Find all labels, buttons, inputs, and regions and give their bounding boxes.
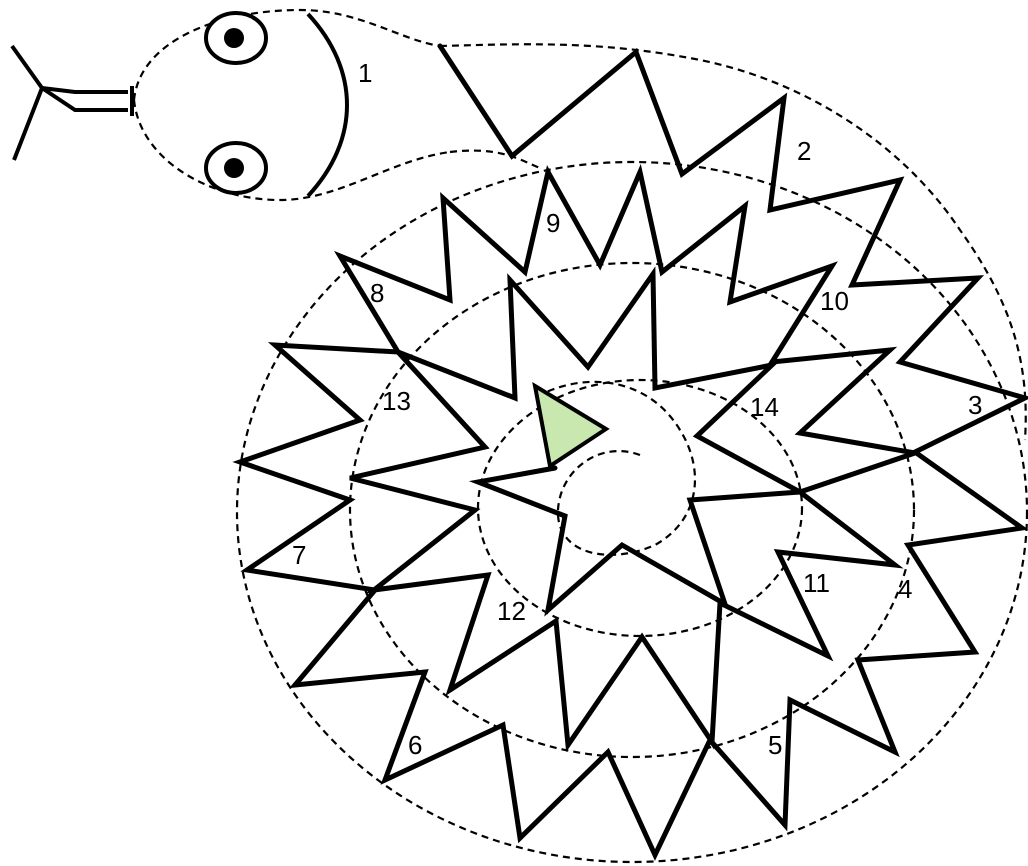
zigzag-section-2 [350,274,915,745]
segment-label-12: 12 [497,596,526,626]
segment-label-7: 7 [292,540,306,570]
body-inner-top [450,151,540,168]
segment-label-13: 13 [382,386,411,416]
body-outer-top [440,44,1026,440]
segment-label-4: 4 [898,574,912,604]
zigzag-section-3 [478,468,800,610]
segment-label-14: 14 [750,392,779,422]
segment-label-11: 11 [803,568,830,598]
segment-label-3: 3 [968,390,982,420]
segment-label-9: 9 [546,208,560,238]
tongue-icon [12,46,132,160]
segment-label-8: 8 [370,278,384,308]
snake-mouth [308,14,347,196]
right-eye-icon [206,143,266,193]
segment-label-2: 2 [797,136,811,166]
segment-label-6: 6 [408,730,422,760]
snake-head-outline [134,10,450,200]
tail-tip [535,386,606,466]
segment-label-10: 10 [820,286,849,316]
left-eye-icon [206,13,266,63]
segment-label-5: 5 [768,730,782,760]
segment-label-1: 1 [358,58,372,88]
outer-ring [237,162,1027,862]
ring-2 [350,263,914,757]
